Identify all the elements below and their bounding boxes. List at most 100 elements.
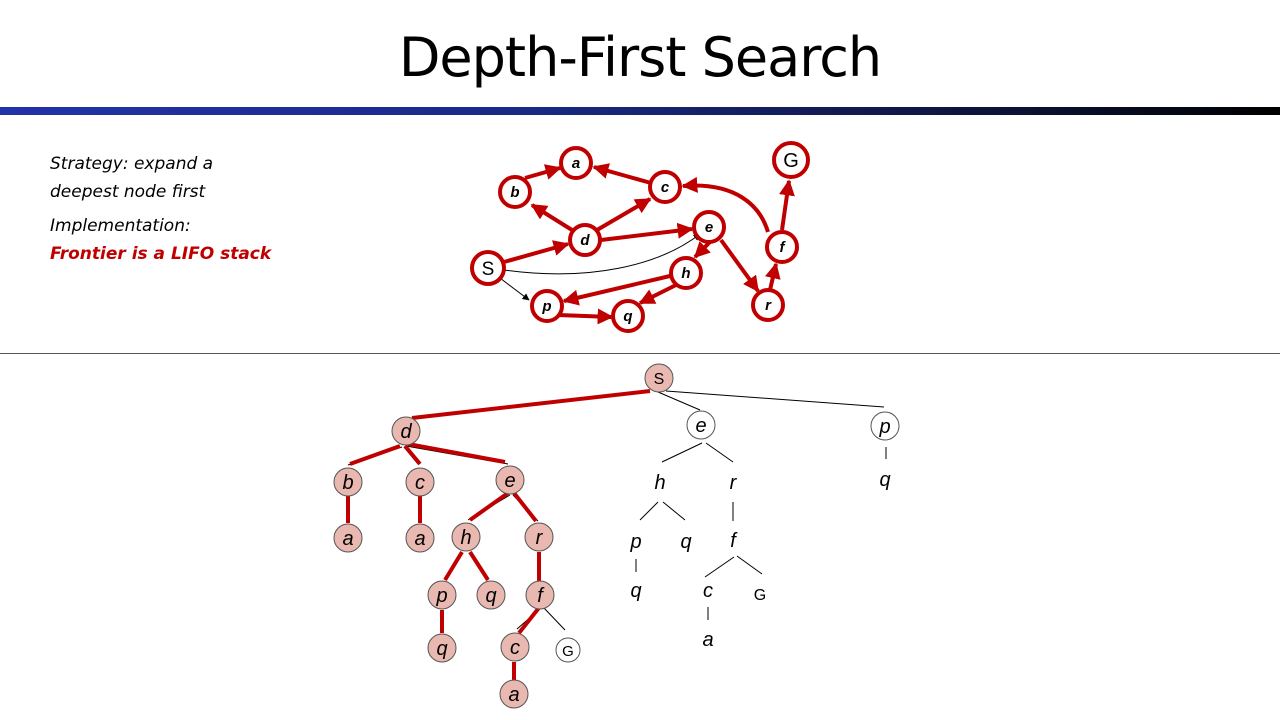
tree-node-q-3: q — [879, 469, 890, 491]
tree-edge-d-e — [407, 442, 506, 464]
edge-S-d — [503, 240, 570, 264]
tree-node-G-label: G — [562, 643, 574, 660]
edge-S-e — [503, 233, 701, 275]
tree-node-p-2: p — [870, 411, 900, 441]
tree-node-b: b — [333, 467, 363, 497]
edge-c-a — [592, 163, 652, 185]
edge-d-e — [600, 222, 694, 242]
state-node-r-label: r — [765, 297, 772, 314]
state-graph-edges — [499, 163, 795, 325]
tree-node-G-2: G — [754, 587, 766, 604]
tree-node-h-2: h — [654, 472, 665, 494]
state-node-G: G — [772, 141, 810, 179]
edge-f-G — [779, 179, 795, 231]
state-node-S: S — [470, 250, 506, 286]
tree-node-q-1: q — [476, 580, 506, 610]
title-underline-bar — [0, 107, 1280, 115]
edge-e-r — [719, 238, 760, 293]
tree-node-c-2-label: c — [510, 637, 520, 659]
tree-node-f-2: f — [730, 530, 738, 552]
tree-edge-h-q-red — [468, 550, 490, 582]
state-node-q-label: q — [623, 308, 632, 325]
tree-edge-f-G — [736, 555, 763, 575]
state-node-b: b — [498, 175, 532, 209]
edge-f-c — [681, 176, 770, 233]
tree-edge-d-c — [403, 444, 422, 466]
edge-h-q — [638, 283, 677, 305]
tree-node-q-5: q — [630, 580, 641, 602]
tree-edge-h-p-red — [443, 550, 464, 582]
tree-node-c-label: c — [415, 472, 425, 494]
tree-edge-d-b — [349, 444, 401, 466]
state-node-f: f — [765, 230, 799, 264]
page-title: Depth-First Search — [398, 26, 882, 89]
edge-b-a — [524, 164, 562, 180]
state-node-p: p — [530, 289, 564, 323]
state-node-S-label: S — [482, 259, 495, 280]
tree-node-c-3: c — [703, 580, 713, 602]
search-tree-edges-red — [346, 389, 651, 681]
tree-node-e-2-label: e — [695, 415, 706, 437]
tree-edge-h-q — [662, 501, 686, 521]
tree-edge-e-r — [705, 442, 734, 463]
tree-node-a-2: a — [405, 523, 435, 553]
tree-node-a-3-label: a — [508, 684, 519, 706]
state-node-c-label: c — [661, 179, 670, 196]
state-node-e-label: e — [705, 219, 713, 236]
tree-node-a-3: a — [499, 679, 529, 709]
tree-node-G: G — [555, 637, 581, 663]
tree-node-b-label: b — [342, 472, 353, 494]
tree-node-a-4: a — [702, 629, 713, 651]
tree-edge-e-h-red — [468, 491, 510, 522]
state-graph-nodes: a b c d e S h — [470, 141, 810, 333]
implementation-line-2: Frontier is a LIFO stack — [50, 244, 272, 264]
edge-r-f — [764, 262, 781, 291]
tree-node-a-1: a — [333, 523, 363, 553]
tree-node-r-label: r — [536, 527, 544, 549]
state-node-c: c — [648, 170, 682, 204]
state-node-e: e — [692, 210, 726, 244]
tree-node-q-2-label: q — [436, 638, 447, 660]
tree-edge-h-p — [639, 501, 659, 521]
state-node-h-label: h — [681, 265, 690, 282]
tree-node-f-label: f — [537, 585, 545, 607]
tree-edge-e-r-red — [512, 491, 538, 523]
tree-edge-f-c-red — [517, 607, 540, 635]
edge-d-c — [595, 197, 652, 232]
state-node-d: d — [568, 223, 602, 257]
state-node-b-label: b — [510, 184, 519, 201]
tree-node-e: e — [495, 465, 525, 495]
strategy-line-2: deepest node first — [50, 182, 206, 202]
state-node-h: h — [669, 256, 703, 290]
state-node-a: a — [559, 146, 593, 180]
edge-p-q — [557, 308, 614, 325]
state-node-q: q — [611, 299, 645, 333]
tree-edge-S-e — [657, 391, 701, 411]
tree-node-p: p — [427, 580, 457, 610]
edge-S-p — [499, 277, 530, 301]
state-node-G-label: G — [783, 150, 799, 172]
tree-node-p-label: p — [435, 585, 447, 607]
tree-node-d: d — [391, 416, 421, 446]
state-node-f-label: f — [780, 239, 787, 256]
strategy-text: Strategy: expand a deepest node first Im… — [50, 150, 271, 268]
tree-node-e-2: e — [686, 410, 716, 440]
edge-d-b — [530, 203, 574, 232]
tree-node-r: r — [524, 522, 554, 552]
tree-edge-e-h — [661, 442, 703, 463]
tree-node-h: h — [451, 522, 481, 552]
tree-node-h-label: h — [460, 527, 471, 549]
tree-edge-S-p — [665, 390, 885, 408]
search-tree: S d b c e — [333, 363, 900, 709]
tree-edge-f-c — [704, 556, 735, 578]
edge-e-h — [693, 240, 712, 259]
edge-h-p — [562, 274, 671, 306]
tree-node-p-2-label: p — [878, 416, 890, 438]
tree-node-f: f — [525, 580, 555, 610]
search-tree-nodes-highlighted: S d b c e — [333, 363, 674, 709]
tree-node-S-label: S — [654, 371, 665, 388]
state-node-a-label: a — [572, 155, 580, 172]
tree-node-c: c — [405, 467, 435, 497]
